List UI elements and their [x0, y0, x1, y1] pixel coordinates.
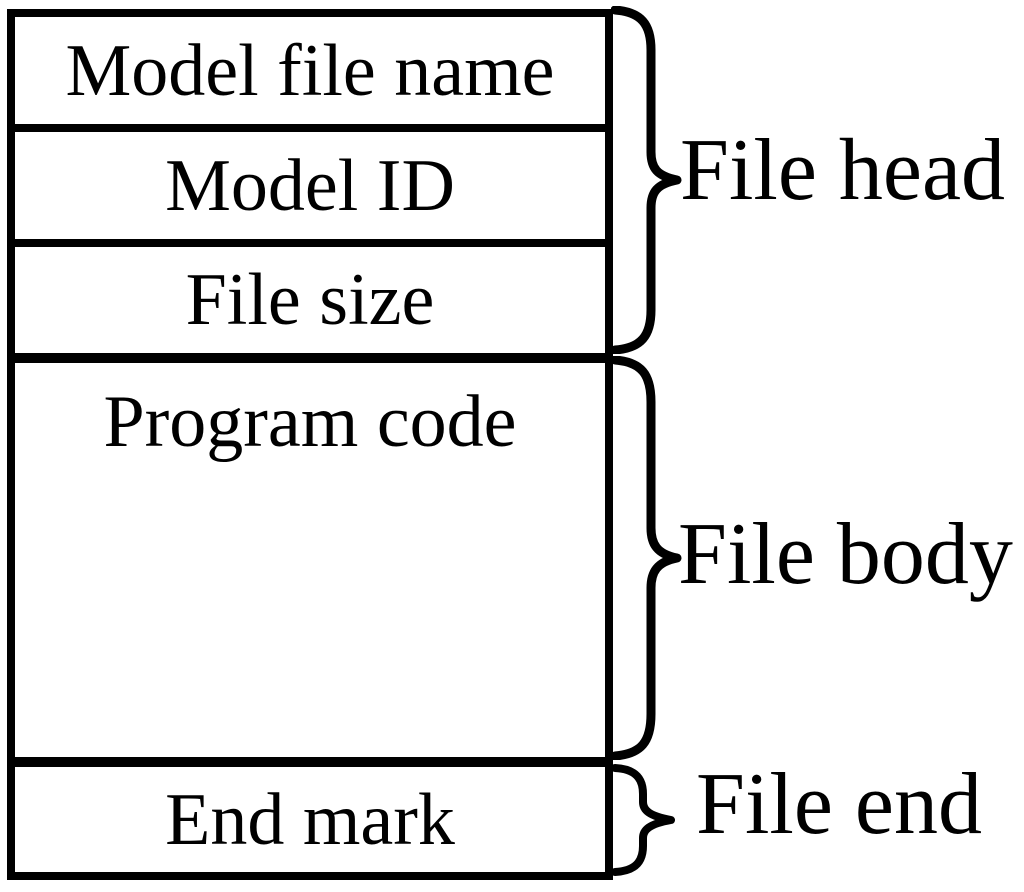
section-label-file-body-text: File body: [678, 506, 1013, 603]
row-label-model-id: Model ID: [165, 144, 455, 227]
table-row-model-file-name: Model file name: [15, 17, 605, 132]
row-label-end-mark: End mark: [165, 778, 455, 861]
section-label-file-head-text: File head: [680, 122, 1006, 219]
section-label-file-body: File body: [678, 496, 1013, 614]
row-label-file-size: File size: [185, 259, 435, 341]
table-row-model-id: Model ID: [15, 132, 605, 247]
curly-brace-file-head-icon: [611, 6, 682, 354]
row-label-program-code: Program code: [103, 381, 517, 463]
table-row-end-mark: End mark: [15, 767, 605, 872]
section-label-file-head: File head: [680, 112, 1005, 230]
curly-brace-file-body-icon: [611, 356, 682, 760]
curly-brace-file-end-icon: [611, 764, 675, 876]
row-label-model-file-name: Model file name: [65, 29, 555, 112]
section-label-file-end-text: File end: [696, 756, 982, 853]
table-row-file-size: File size: [15, 247, 605, 363]
file-structure-table: Model file name Model ID File size Progr…: [7, 9, 613, 880]
section-label-file-end: File end: [696, 746, 982, 864]
table-row-program-code: Program code: [15, 363, 605, 767]
